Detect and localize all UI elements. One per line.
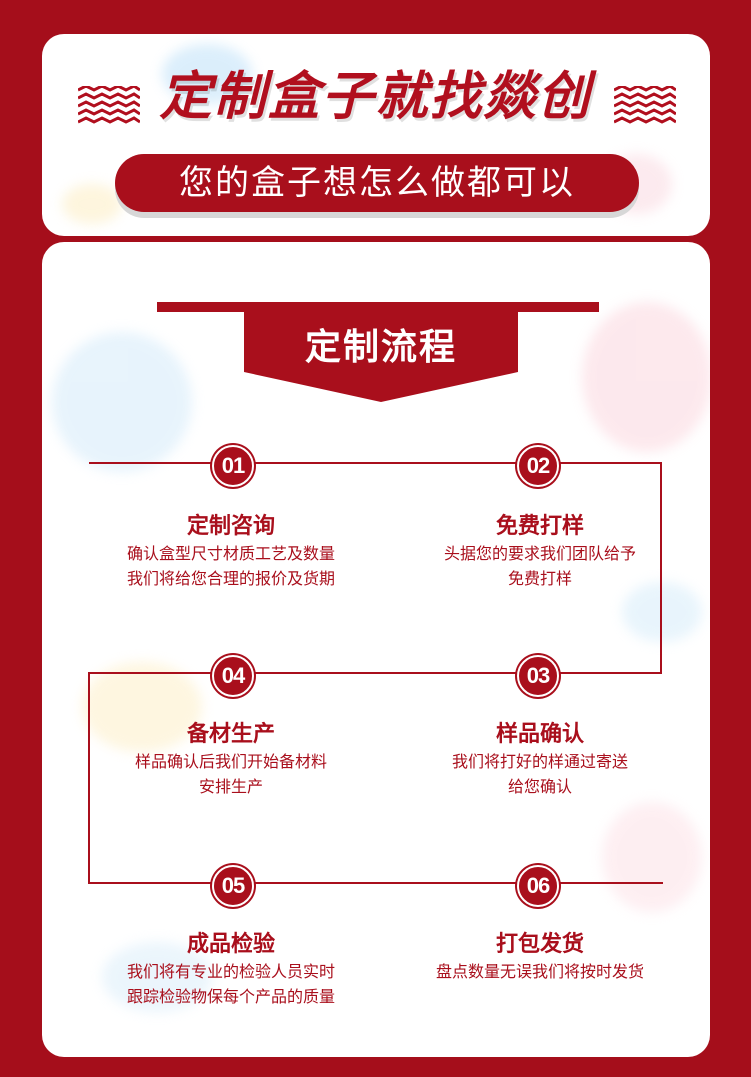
step-description: 头据您的要求我们团队给予 免费打样 [443,544,636,588]
step-title: 备材生产 [186,722,275,747]
step-description: 确认盒型尺寸材质工艺及数量 我们将给您合理的报价及货期 [126,544,335,588]
zigzag-decoration-right [614,86,676,124]
step-number-badge: 01 [212,445,254,487]
decor-blob [162,44,252,104]
step-number-badge: 04 [212,655,254,697]
decor-blob [602,802,702,912]
subheadline-pill: 您的盒子想怎么做都可以 [115,154,639,212]
decor-blob [102,942,212,1012]
decor-blob [62,184,122,224]
step-number-badge: 06 [517,865,559,907]
step-title: 成品检验 [186,932,275,957]
step-description: 盘点数量无误我们将按时发货 [435,962,644,981]
step-title: 样品确认 [495,722,584,747]
decor-blob [82,662,202,752]
decor-blob [52,332,192,472]
step-description: 我们将有专业的检验人员实时 跟踪检验物保每个产品的质量 [126,962,335,1006]
step-title: 免费打样 [495,514,584,539]
zigzag-decoration-left [78,86,140,124]
headline: 定制盒子就找燚创 [159,67,592,127]
section-banner-ribbon [244,310,518,402]
step-number-badge: 05 [212,865,254,907]
step-number-badge: 02 [517,445,559,487]
step-title: 定制咨询 [186,514,275,539]
step-description: 我们将打好的样通过寄送 给您确认 [451,752,628,796]
section-banner-bar [157,302,599,312]
decor-blob [582,302,710,452]
section-title: 定制流程 [304,327,457,368]
step-title: 打包发货 [495,932,584,957]
step-description: 样品确认后我们开始备材料 安排生产 [134,752,327,796]
step-number-badge: 03 [517,655,559,697]
